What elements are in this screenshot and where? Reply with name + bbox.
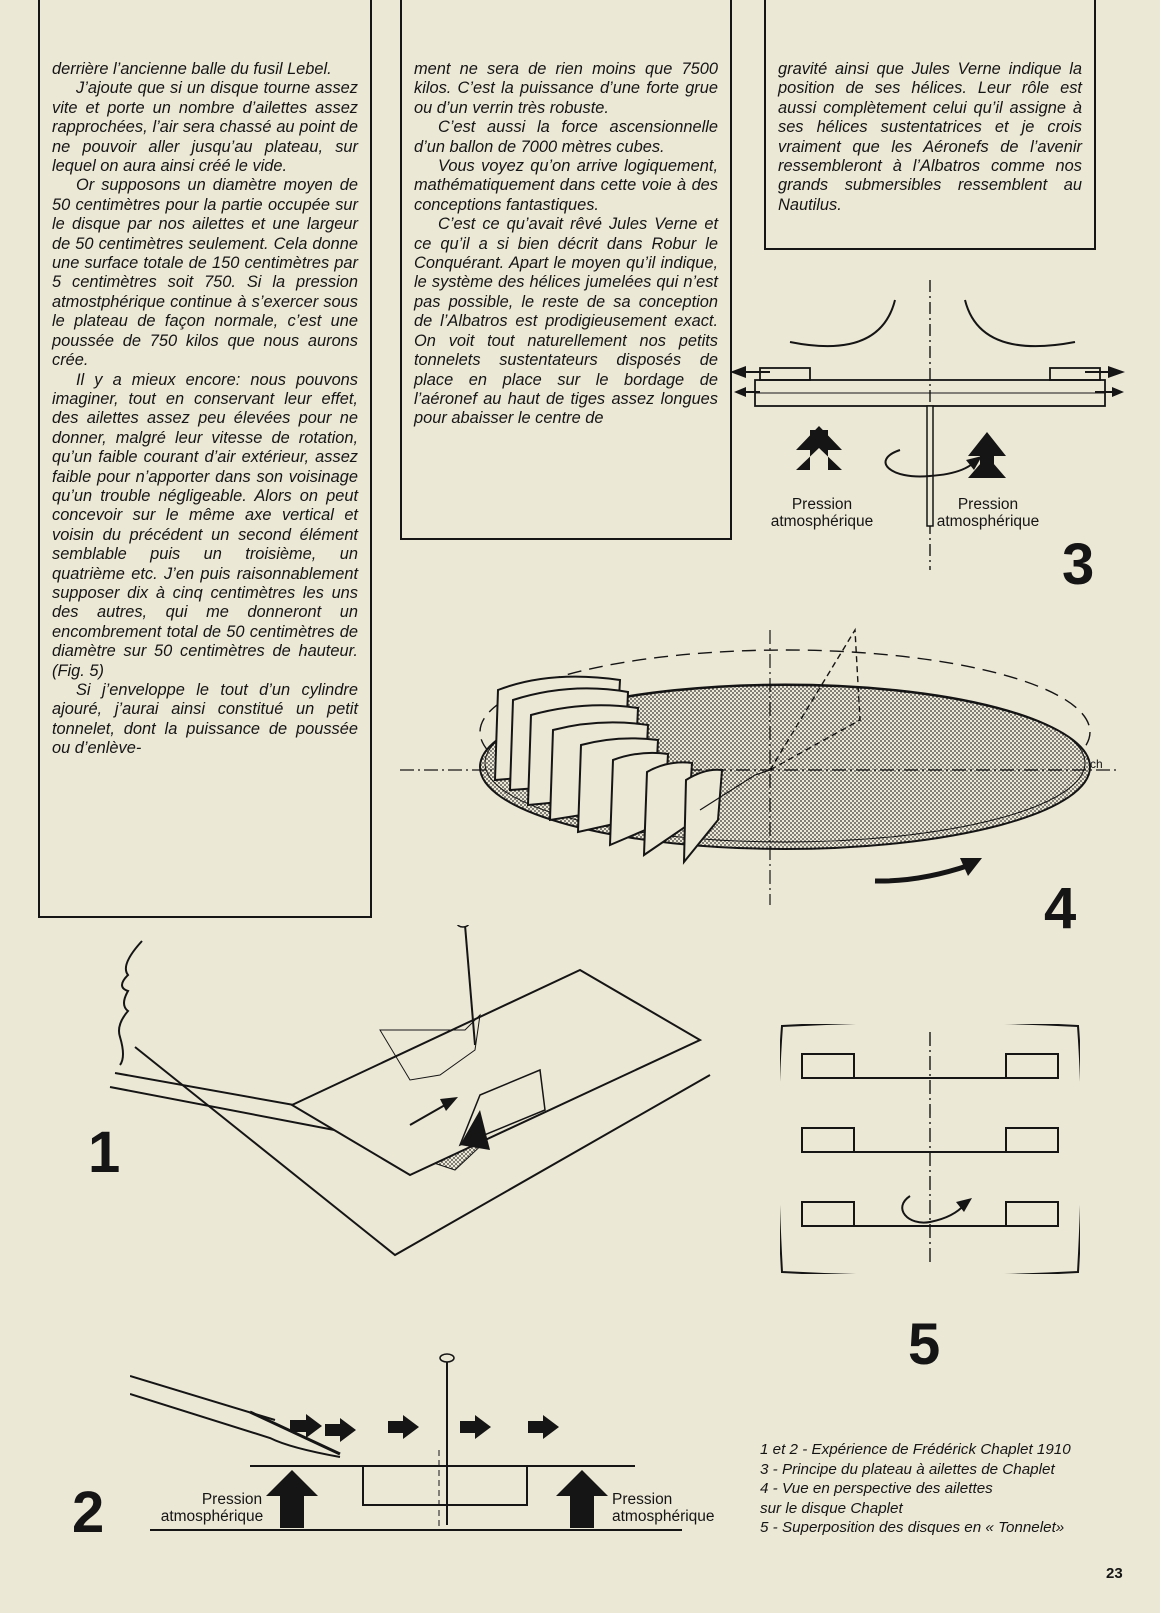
paragraph: ment ne sera de rien moins que 7500 kilo… <box>414 60 718 117</box>
page-number: 23 <box>1106 1565 1123 1582</box>
caption-line: 4 - Vue en perspective des ailettes <box>760 1480 993 1497</box>
figure-caption: 1 et 2 - Expérience de Frédérick Chaplet… <box>760 1440 1140 1538</box>
figure-5-number: 5 <box>908 1312 941 1377</box>
svg-text:Pression: Pression <box>792 496 852 513</box>
paragraph: Si j’enveloppe le tout d’un cylindre ajo… <box>52 681 358 758</box>
svg-text:atmosphérique: atmosphérique <box>612 1508 715 1525</box>
text-column-1: derrière l’ancienne balle du fusil Lebel… <box>38 0 372 918</box>
paragraph: J’ajoute que si un disque tourne assez v… <box>52 79 358 176</box>
paragraph: derrière l’ancienne balle du fusil Lebel… <box>52 60 332 78</box>
pressure-label-left: Pression atmosphérique <box>161 1491 264 1525</box>
figure-5-diagram <box>780 1024 1080 1274</box>
figure-4-diagram: ch <box>400 627 1120 905</box>
paragraph: C’est ce qu’avait rêvé Jules Verne et ce… <box>414 215 718 428</box>
caption-line: sur le disque Chaplet <box>760 1499 903 1517</box>
figure-3-number: 3 <box>1062 532 1095 597</box>
svg-text:Pression: Pression <box>612 1491 672 1508</box>
caption-line: 5 - Superposition des disques en « Tonne… <box>760 1519 1065 1536</box>
caption-line: 3 - Principe du plateau à ailettes de Ch… <box>760 1460 1055 1478</box>
figure-1-diagram <box>109 925 711 1257</box>
artist-signature: ch <box>1090 757 1103 771</box>
paragraph: gravité ainsi que Jules Verne indique la… <box>778 60 1082 214</box>
figure-2-number: 2 <box>72 1480 105 1545</box>
text-column-3: gravité ainsi que Jules Verne indique la… <box>764 0 1096 250</box>
pressure-label-left: Pression atmosphérique <box>771 496 874 530</box>
svg-text:atmosphérique: atmosphérique <box>771 513 874 530</box>
pressure-label-right: Pression atmosphérique <box>612 1491 715 1525</box>
paragraph: Or supposons un diamètre moyen de 50 cen… <box>52 176 358 370</box>
text-column-2: ment ne sera de rien moins que 7500 kilo… <box>400 0 732 540</box>
figure-1-number: 1 <box>88 1120 121 1185</box>
paragraph: Vous voyez qu’on arrive logiquement, mat… <box>414 157 718 214</box>
svg-text:Pression: Pression <box>958 496 1018 513</box>
figure-3-diagram: Pression atmosphérique Pression atmosphé… <box>730 280 1125 570</box>
svg-text:Pression: Pression <box>202 1491 262 1508</box>
figure-2-diagram: Pression atmosphérique Pression atmosphé… <box>130 1353 715 1531</box>
svg-text:atmosphérique: atmosphérique <box>161 1508 264 1525</box>
paragraph: Il y a mieux encore: nous pouvons imagin… <box>52 370 358 680</box>
figure-4-number: 4 <box>1044 876 1077 941</box>
svg-text:atmosphérique: atmosphérique <box>937 513 1040 530</box>
pressure-label-right: Pression atmosphérique <box>937 496 1040 530</box>
caption-line: 1 et 2 - Expérience de Frédérick Chaplet… <box>760 1441 1071 1458</box>
paragraph: C’est aussi la force ascensionnelle d’un… <box>414 118 718 156</box>
